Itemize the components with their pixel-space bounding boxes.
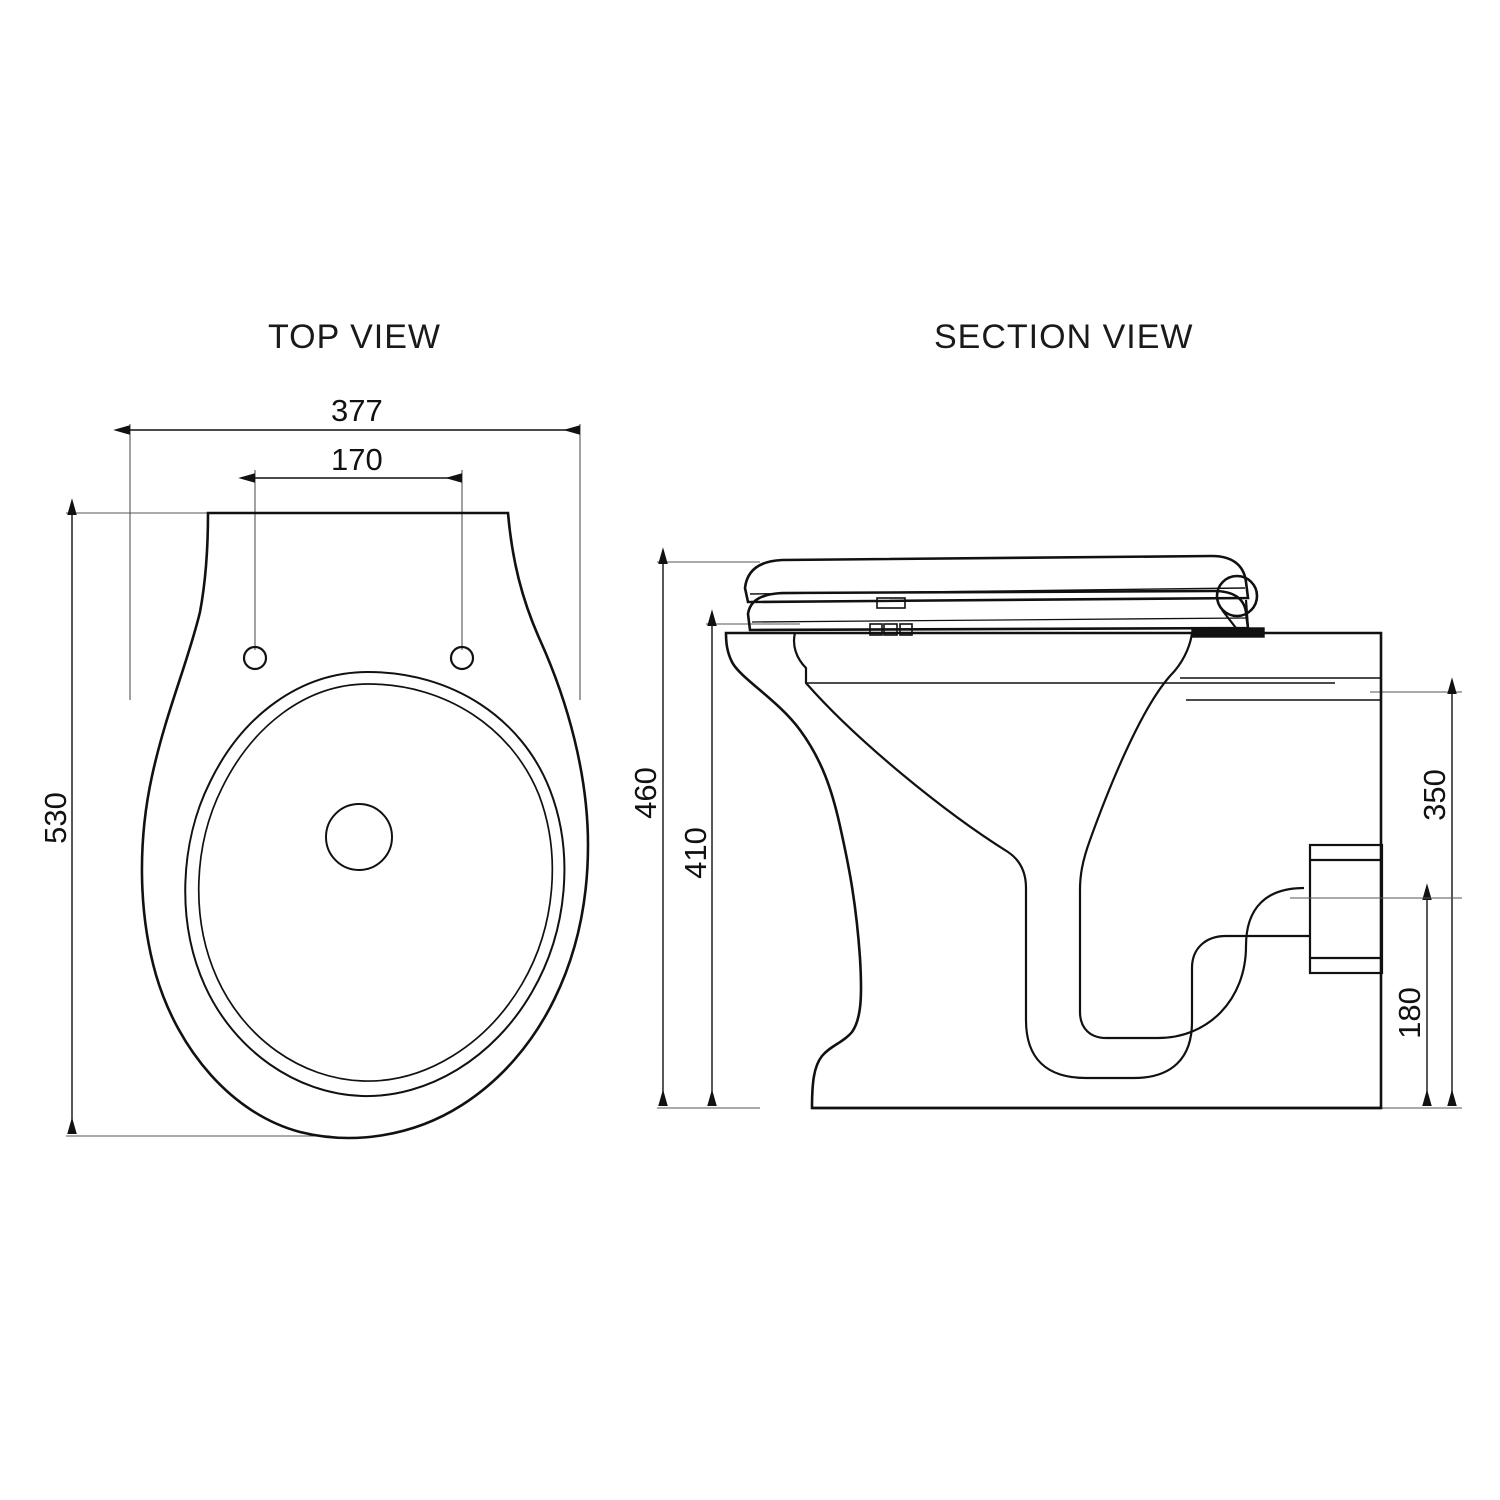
trap-inner	[1078, 886, 1305, 1040]
seat-ring-outer	[184, 670, 566, 1098]
seat-ring-inner	[197, 683, 554, 1082]
hinge-pivot-icon	[1215, 574, 1259, 618]
fixing-hole-right	[449, 645, 475, 671]
seat-profile	[746, 589, 1250, 632]
top-view-title: TOP VIEW	[268, 318, 442, 356]
dimension-label-350: 350	[1416, 769, 1452, 821]
outlet-spigot	[1308, 843, 1384, 975]
dimension-label-530: 530	[37, 792, 73, 844]
top-view-group	[66, 424, 590, 1140]
dimension-label-460: 460	[627, 767, 663, 819]
centre-hole	[325, 803, 393, 871]
lid-profile	[743, 554, 1250, 604]
top-view-extension-lines	[66, 424, 581, 1137]
bowl-interior	[792, 632, 1028, 978]
dimension-label-410: 410	[677, 827, 713, 879]
seat-outer-outline	[140, 511, 590, 1140]
hinge-arm	[1221, 599, 1250, 629]
lid-bumper	[876, 597, 906, 609]
seat-buffers	[869, 623, 913, 636]
fixing-hole-left	[242, 645, 268, 671]
section-view-group	[657, 547, 1462, 1110]
section-view-extension-lines	[657, 561, 1462, 1109]
trap-outer	[1024, 934, 1310, 1080]
seat-inner-line	[751, 617, 1247, 623]
dimension-label-377: 377	[331, 393, 383, 428]
dimension-label-170: 170	[331, 442, 383, 477]
bowl-interior-right	[1078, 632, 1194, 978]
section-view-title: SECTION VIEW	[934, 318, 1194, 356]
dimension-label-180: 180	[1391, 987, 1427, 1039]
rim-shelf-right	[1180, 677, 1381, 701]
pan-outline	[724, 631, 1383, 1110]
